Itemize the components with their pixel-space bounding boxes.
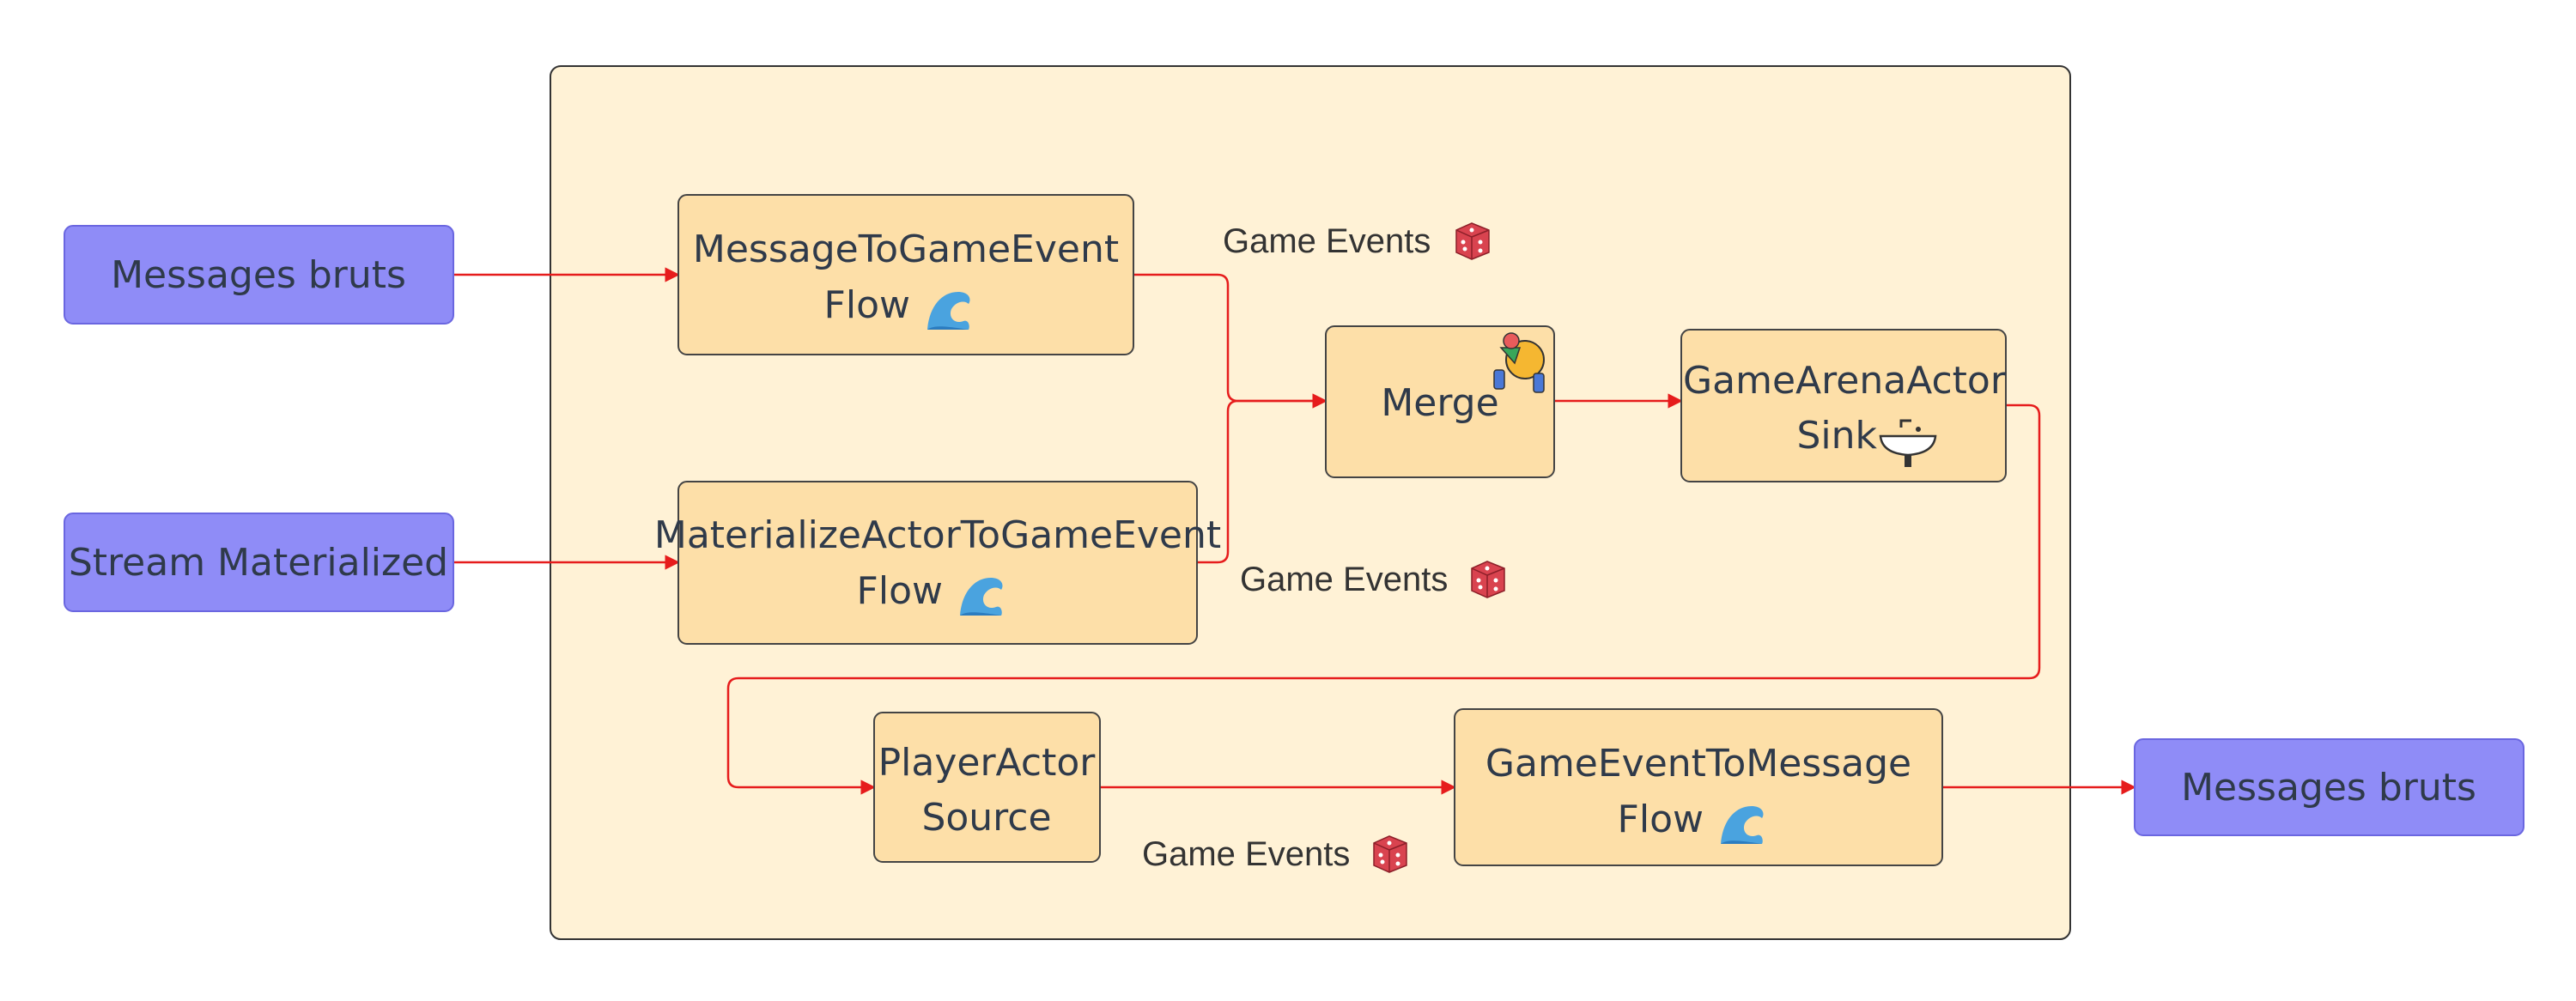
input-stream-node[interactable]: Stream Materialized [64,513,454,612]
dice-icon [1471,561,1505,598]
arena-sink-title: GameArenaActor [1683,359,2007,403]
materialize-flow-title: MaterializeActorToGameEvent [654,513,1221,557]
sink-icon [1879,419,1937,467]
edge-label-top-text: Game Events [1223,222,1431,260]
edge-label-top: Game Events [1223,222,1490,260]
dice-icon [1373,835,1407,873]
message-flow-title: MessageToGameEvent [693,228,1119,271]
input-messages-node[interactable]: Messages bruts [64,225,454,325]
merge-node[interactable]: Merge [1325,325,1555,478]
wave-icon [1721,806,1764,844]
game-event-to-message-flow-node[interactable]: GameEventToMessage Flow [1454,708,1943,866]
player-source-subtitle: Source [921,796,1051,840]
input-stream-label: Stream Materialized [69,541,448,585]
input-messages-label: Messages bruts [111,253,406,297]
wave-icon [927,292,970,330]
game-arena-actor-sink-node[interactable]: GameArenaActor Sink [1680,329,2007,482]
output-messages-label: Messages bruts [2181,766,2476,810]
message-out-flow-title: GameEventToMessage [1485,742,1911,786]
edge-label-middle: Game Events [1240,561,1505,598]
message-to-game-event-flow-node[interactable]: MessageToGameEvent Flow [677,194,1134,355]
message-out-flow-subtitle: Flow [1618,798,1704,841]
message-flow-subtitle: Flow [824,283,910,327]
wave-icon [960,578,1003,616]
output-messages-node[interactable]: Messages bruts [2134,738,2524,836]
edge-arena-sink-to-player-source [726,403,2041,795]
materialize-flow-subtitle: Flow [857,569,943,613]
arena-sink-subtitle: Sink [1796,414,1877,458]
merge-juggler-icon [1493,332,1545,393]
edge-label-bottom: Game Events [1142,835,1407,873]
edges [453,267,2136,795]
edge-label-bottom-text: Game Events [1142,835,1350,873]
edge-materialize-flow-to-merge [1197,393,1327,564]
merge-label: Merge [1381,381,1498,425]
player-source-title: PlayerActor [878,741,1097,785]
player-actor-source-node[interactable]: PlayerActor Source [873,712,1101,863]
dice-icon [1455,222,1490,260]
edge-label-middle-text: Game Events [1240,561,1448,598]
materialize-actor-flow-node[interactable]: MaterializeActorToGameEvent Flow [654,481,1221,645]
